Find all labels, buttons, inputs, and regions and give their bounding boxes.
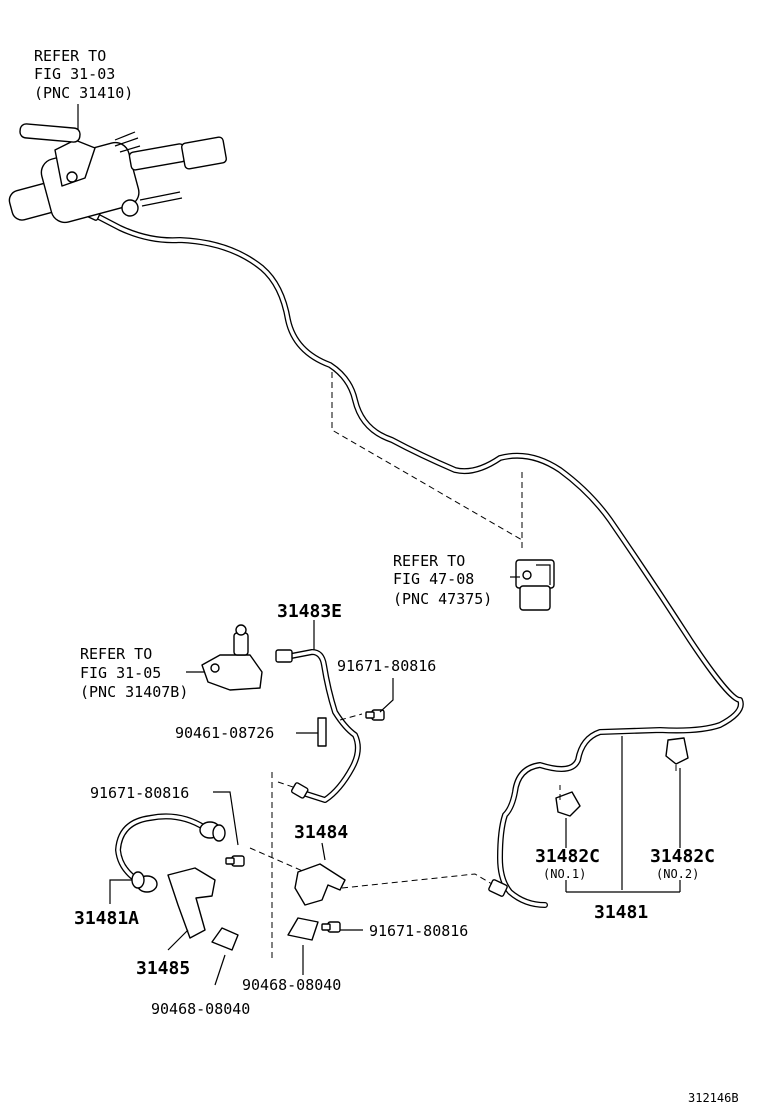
bolt-91671-80816-low: [321, 921, 341, 933]
clamp-31482C-no1: [555, 791, 581, 817]
part-90468-08040-bottom-label[interactable]: 90468-08040: [151, 1000, 250, 1018]
part-31481-label[interactable]: 31481: [594, 902, 648, 923]
part-31483E-label[interactable]: 31483E: [277, 601, 342, 622]
ref-clamp-line3: (PNC 47375): [393, 590, 492, 608]
bracket-31484: [294, 863, 346, 906]
part-91671-80816-low-label[interactable]: 91671-80816: [369, 922, 468, 940]
clutch-pipe-31483E[interactable]: [275, 649, 361, 803]
bolt-91671-80816-left: [225, 855, 245, 867]
ref-master-cyl-line1: REFER TO: [34, 47, 106, 65]
ref-release-cyl-line3: (PNC 31407B): [80, 683, 188, 701]
dashed-reference-lines: [249, 372, 677, 958]
diagram-id: 312146B: [688, 1091, 739, 1105]
part-90468-08040-mid-label[interactable]: 90468-08040: [242, 976, 341, 994]
part-90461-08726-label[interactable]: 90461-08726: [175, 724, 274, 742]
ref-clamp-line2: FIG 47-08: [393, 570, 474, 588]
ref-clamp-line1: REFER TO: [393, 552, 465, 570]
pipe-clamp: [515, 559, 555, 611]
part-31482C-no1-note: (NO.1): [543, 867, 586, 881]
ref-release-cyl-line2: FIG 31-05: [80, 664, 161, 682]
ref-release-cyl-line1: REFER TO: [80, 645, 152, 663]
ref-master-cyl-line2: FIG 31-03: [34, 65, 115, 83]
clip-90468-08040-mid: [287, 917, 319, 941]
bolt-91671-80816-top: [365, 709, 385, 721]
clutch-master-cylinder: [8, 123, 228, 224]
clip-90468-08040-bottom: [211, 927, 239, 951]
bolt-90461-08726: [317, 717, 327, 747]
clamp-31482C-no2: [665, 737, 689, 765]
part-31482C-no1-label[interactable]: 31482C: [535, 846, 600, 867]
part-31481A-label[interactable]: 31481A: [74, 908, 139, 929]
part-91671-80816-top-label[interactable]: 91671-80816: [337, 657, 436, 675]
bracket-31485: [167, 867, 216, 939]
part-31484-label[interactable]: 31484: [294, 822, 348, 843]
clutch-release-cylinder: [201, 624, 263, 691]
part-31482C-no2-note: (NO.2): [656, 867, 699, 881]
part-91671-80816-left-label[interactable]: 91671-80816: [90, 784, 189, 802]
part-31485-label[interactable]: 31485: [136, 958, 190, 979]
ref-master-cyl-line3: (PNC 31410): [34, 84, 133, 102]
leader-lines: [77, 104, 681, 986]
part-31482C-no2-label[interactable]: 31482C: [650, 846, 715, 867]
